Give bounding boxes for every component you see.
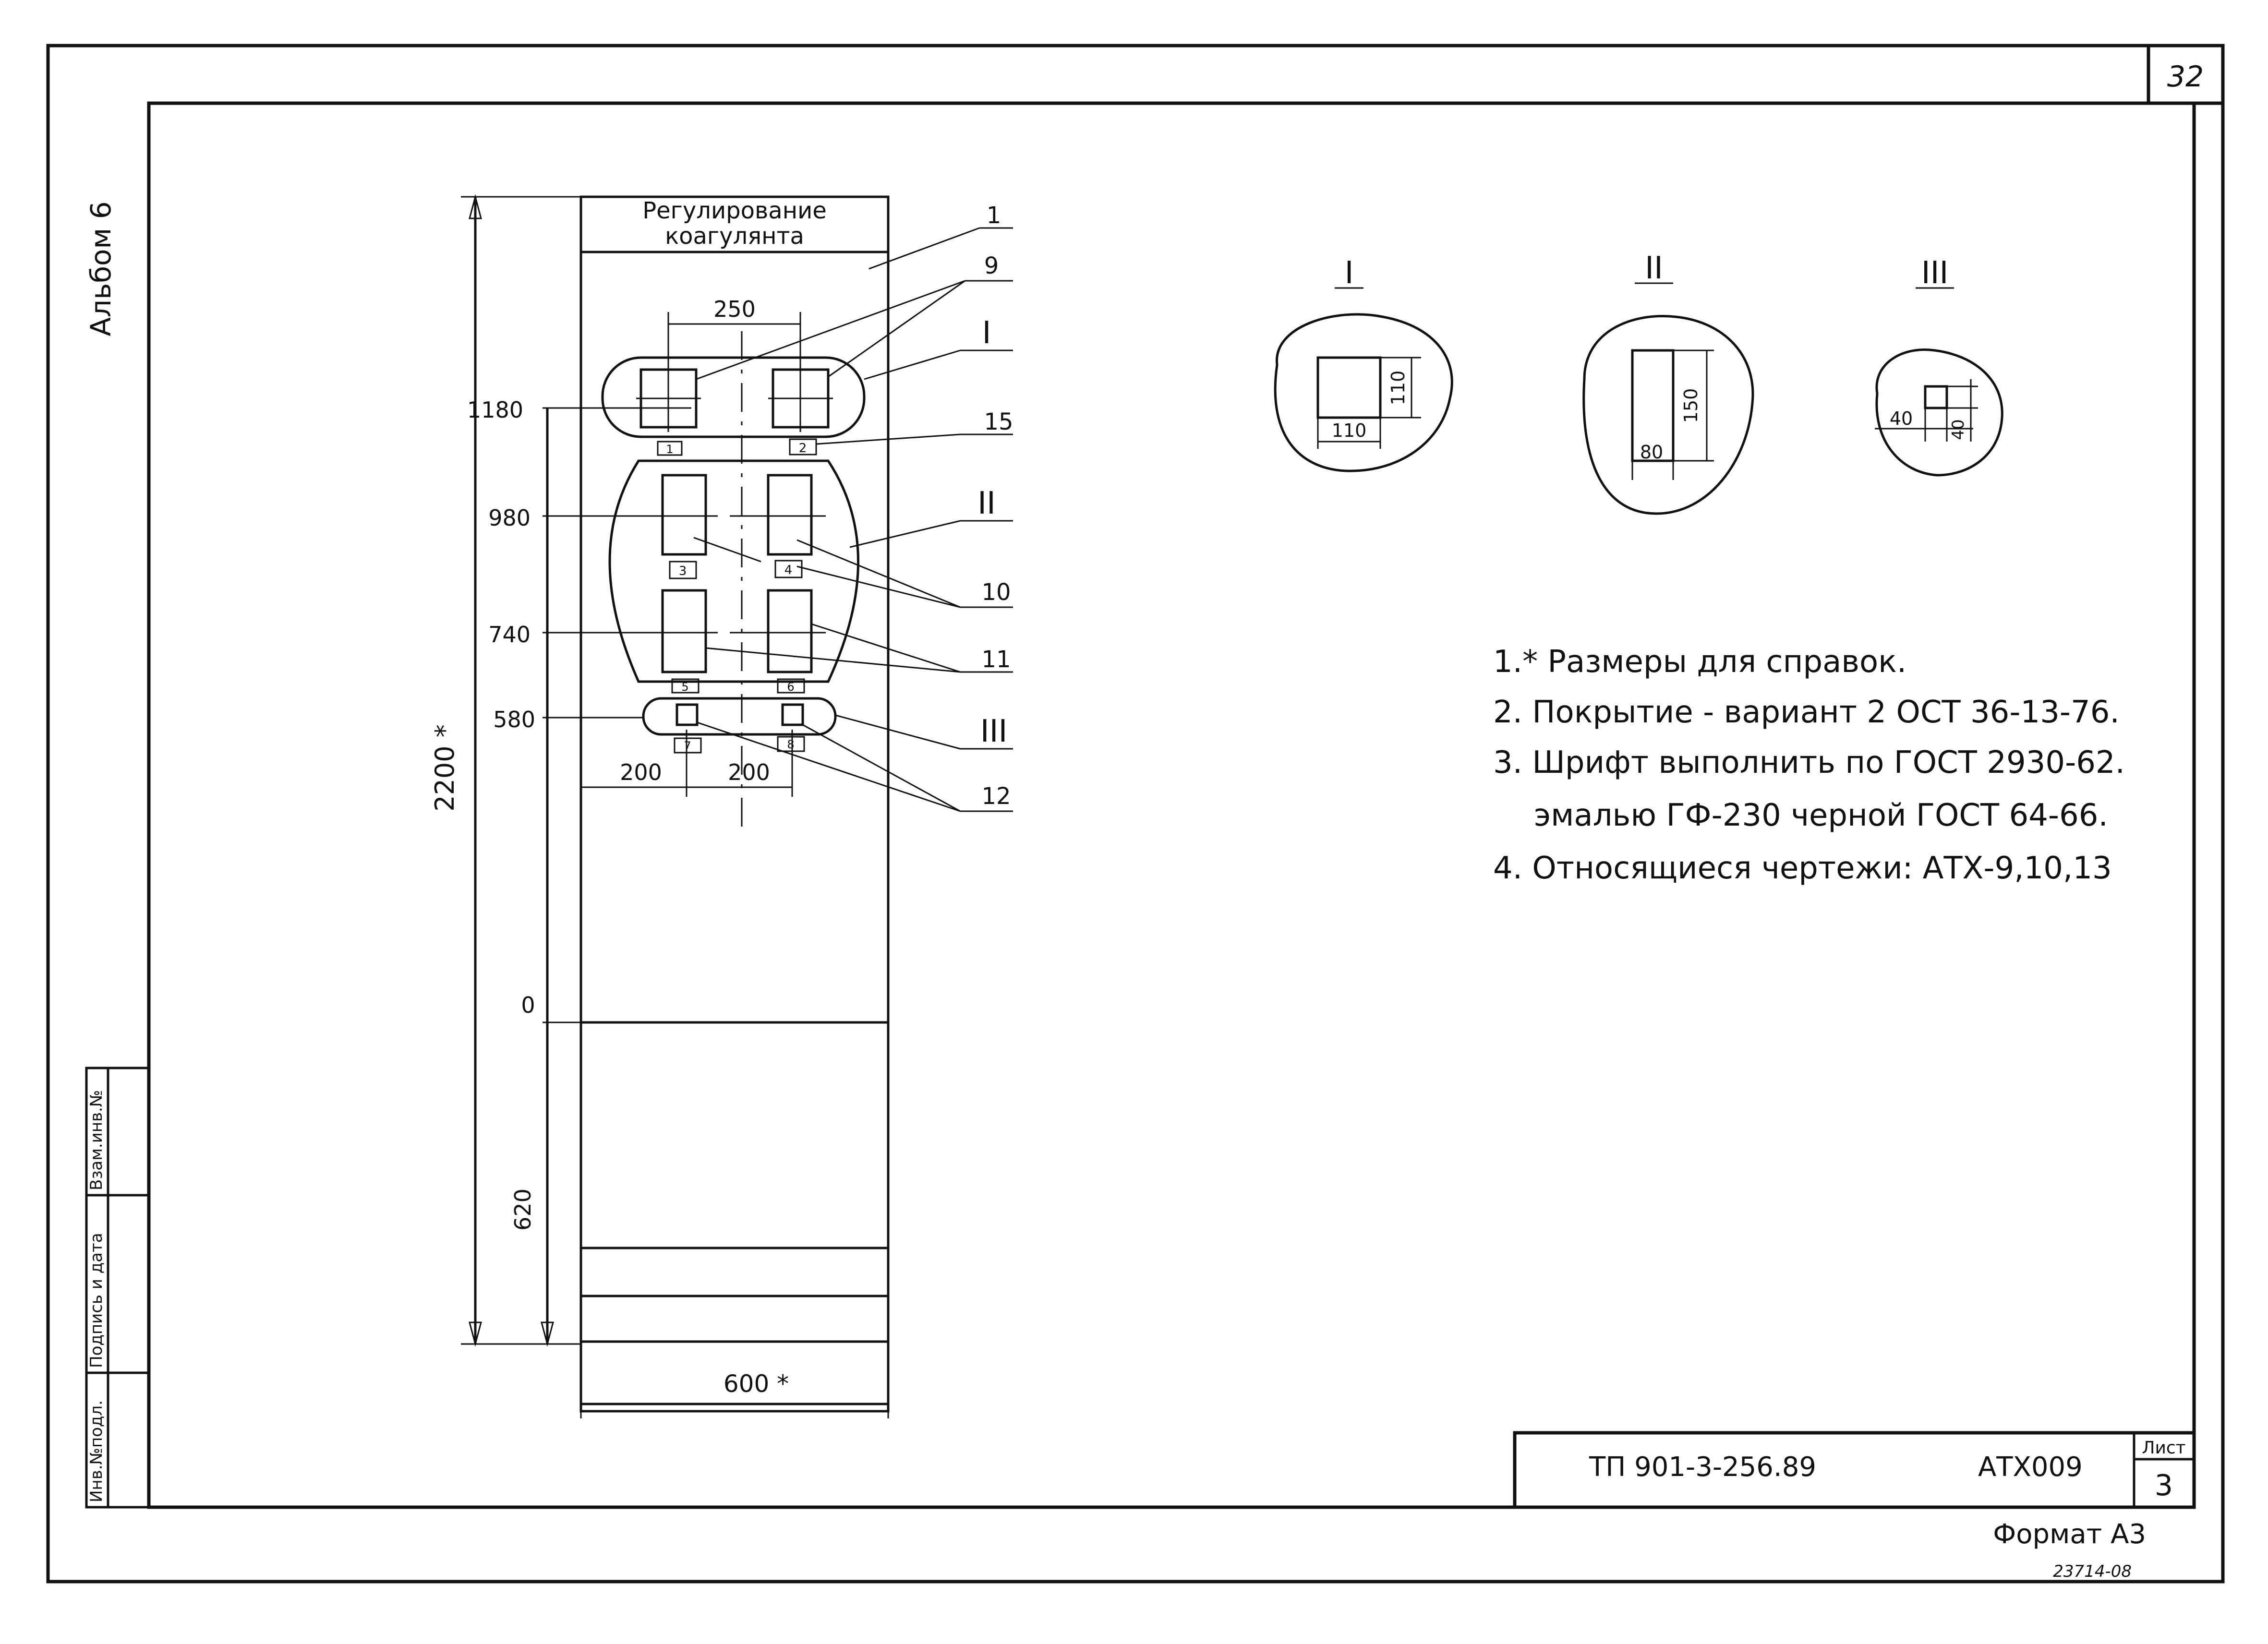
callout-11: 11 [981, 646, 1011, 673]
level-0: 0 [521, 992, 535, 1018]
detail-i-height: 110 [1387, 371, 1409, 406]
tag-7 [674, 737, 702, 754]
sheet-number: 32 [2167, 60, 2204, 94]
level-1180: 1180 [467, 397, 523, 423]
callout-I: I [982, 315, 991, 351]
title-block: ТП 901-3-256.89 АТХ009 Лист 3 [1513, 1431, 2196, 1509]
callout-III: III [980, 714, 1008, 749]
notes: 1.* Размеры для справок. 2. Покрытие - в… [1493, 644, 2125, 886]
level-740: 740 [488, 622, 531, 648]
detail-ii-title: II [1645, 251, 1663, 286]
window-5 [661, 589, 707, 673]
inner-frame [147, 101, 2196, 1509]
detail-ii-width: 80 [1640, 442, 1663, 463]
stamp-inv-label: Инв.№подл. [87, 1400, 106, 1502]
group-iii-outline [642, 697, 837, 736]
window-7 [676, 703, 699, 726]
callout-10: 10 [981, 579, 1011, 606]
sheet-number-box: 32 [2147, 44, 2225, 105]
detail-i: I 110 110 [1274, 255, 1453, 472]
tag-2 [789, 438, 817, 456]
tag-3 [669, 561, 697, 579]
note-1: 1.* Размеры для справок. [1493, 644, 1906, 680]
panel-title-line2: коагулянта [665, 223, 804, 250]
side-stamp: Инв.№подл. Подпись и дата Взам.инв.№ [85, 1067, 150, 1509]
tag-1 [657, 441, 683, 456]
tag-3-text: 3 [679, 564, 687, 578]
detail-ii: II 80 150 [1582, 251, 1754, 515]
group-ii-outline [608, 459, 859, 683]
note-2: 2. Покрытие - вариант 2 ОСТ 36-13-76. [1493, 695, 2120, 730]
tag-2-text: 2 [799, 441, 807, 456]
note-3: 3. Шрифт выполнить по ГОСТ 2930-62. [1493, 745, 2125, 780]
callout-1: 1 [987, 202, 1001, 229]
callout-12: 12 [981, 783, 1011, 810]
footer-code: 23714-08 [2053, 1562, 2132, 1581]
tag-7-text: 7 [684, 739, 691, 753]
tag-5 [671, 678, 700, 694]
stamp-replace-label: Взам.инв.№ [87, 1090, 106, 1190]
window-8 [781, 703, 804, 726]
panel-drawing: Регулирование коагулянта 1 2 3 4 5 [430, 194, 1013, 1418]
tag-5-text: 5 [681, 680, 688, 694]
tag-1-text: 1 [666, 443, 673, 456]
tag-6 [777, 678, 805, 694]
tag-8 [777, 736, 805, 752]
note-3-cont: эмалью ГФ-230 черной ГОСТ 64-66. [1534, 798, 2108, 833]
window-3 [661, 474, 707, 556]
stamp-signature-label: Подпись и дата [87, 1233, 106, 1368]
tag-8-text: 8 [787, 738, 794, 751]
dim-200-left: 200 [620, 759, 662, 785]
title-sheet-label: Лист [2142, 1438, 2185, 1458]
dim-2200: 2200 * [430, 724, 460, 812]
dim-600: 600 * [724, 1370, 789, 1398]
title-doc-number: ТП 901-3-256.89 [1589, 1452, 1816, 1483]
level-980: 980 [488, 505, 531, 531]
tag-4 [774, 560, 803, 578]
detail-iii-title: III [1921, 255, 1949, 291]
tag-4-text: 4 [784, 563, 793, 577]
level-580: 580 [493, 707, 535, 732]
outer-frame [46, 44, 2225, 1584]
title-sheet-value: 3 [2155, 1469, 2173, 1502]
detail-iii-width: 40 [1890, 408, 1913, 429]
window-4 [767, 474, 813, 556]
tag-6-text: 6 [787, 680, 794, 694]
detail-iii: III 40 40 [1875, 255, 2003, 477]
panel-title-line1: Регулирование [642, 197, 827, 224]
panel-outline [579, 195, 890, 1413]
title-doc-code: АТХ009 [1978, 1452, 2083, 1483]
window-6 [767, 589, 813, 673]
callout-II: II [977, 486, 996, 521]
detail-i-title: I [1345, 255, 1354, 291]
detail-ii-height: 150 [1680, 388, 1701, 423]
format-label: Формат А3 [1993, 1519, 2146, 1550]
detail-i-width: 110 [1332, 420, 1367, 441]
dim-200-right: 200 [728, 759, 770, 785]
note-4: 4. Относящиеся чертежи: АТХ-9,10,13 [1493, 851, 2112, 886]
album-label: Альбом 6 [84, 201, 117, 336]
detail-iii-height: 40 [1949, 419, 1968, 440]
callout-9: 9 [984, 252, 999, 279]
dim-620: 620 [510, 1188, 536, 1231]
dim-250: 250 [713, 296, 756, 322]
callout-15: 15 [984, 408, 1013, 435]
